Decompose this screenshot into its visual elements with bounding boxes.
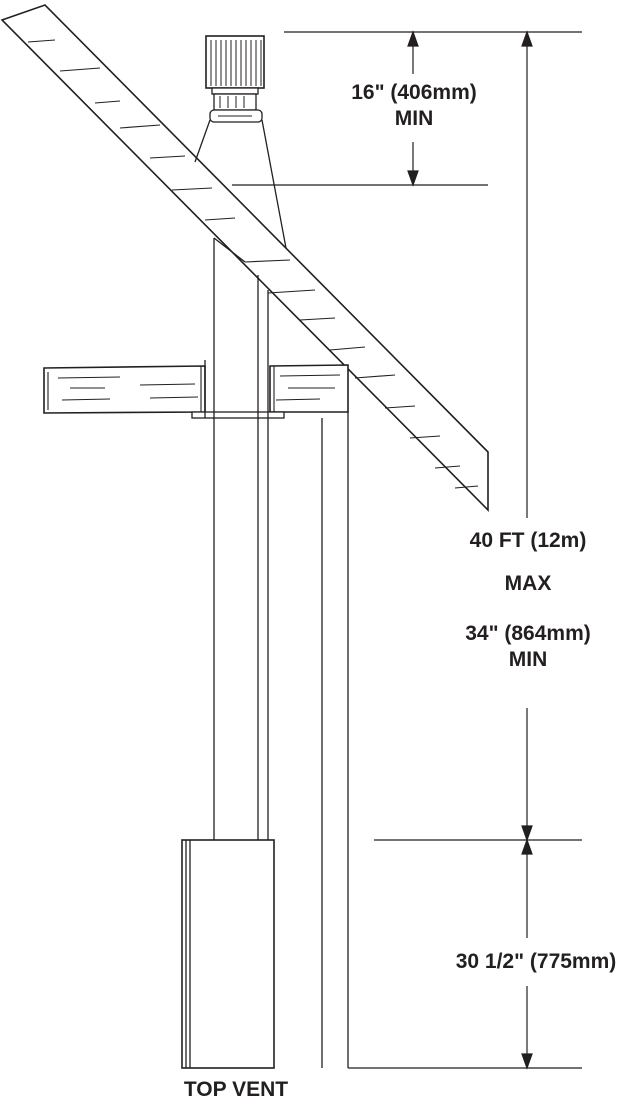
sloped-roof	[0, 4, 489, 512]
ceiling-joist	[43, 364, 349, 419]
diagram-caption: TOP VENT	[183, 1078, 289, 1101]
dimension-top-clearance	[407, 30, 419, 187]
appliance-body	[181, 839, 275, 1069]
top-clearance-label: 16" (406mm) MIN	[328, 80, 500, 132]
termination-cap	[205, 35, 265, 123]
vent-height-min-qualifier: MIN	[508, 648, 548, 671]
dimension-appliance-height	[521, 838, 533, 1070]
vent-height-min-value: 34" (864mm)	[465, 622, 591, 645]
top-clearance-qualifier: MIN	[394, 107, 434, 130]
vent-height-max-value: 40 FT (12m)	[469, 529, 587, 552]
vent-height-min-label: 34" (864mm) MIN	[440, 621, 616, 673]
roof-flashing	[194, 119, 287, 249]
dimension-extension-lines	[232, 31, 582, 1069]
vent-pipe	[204, 237, 269, 840]
appliance-height-label: 30 1/2" (775mm)	[455, 950, 617, 973]
wall-chase	[321, 412, 349, 1068]
dimension-vent-height	[521, 30, 533, 842]
top-clearance-value: 16" (406mm)	[351, 81, 477, 104]
vent-height-max-qualifier: MAX	[504, 572, 552, 595]
